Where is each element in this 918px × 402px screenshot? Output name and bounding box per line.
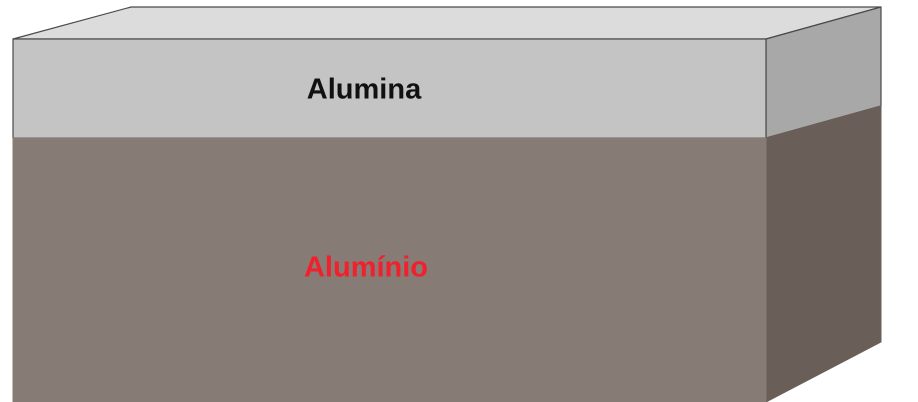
alumina-top-face [12, 6, 882, 40]
aluminio-front-face [12, 137, 767, 402]
aluminio-label: Alumínio [303, 251, 429, 284]
aluminio-side-face [765, 105, 882, 402]
alumina-label: Alumina [306, 73, 422, 106]
alumina-front-face [12, 38, 767, 139]
